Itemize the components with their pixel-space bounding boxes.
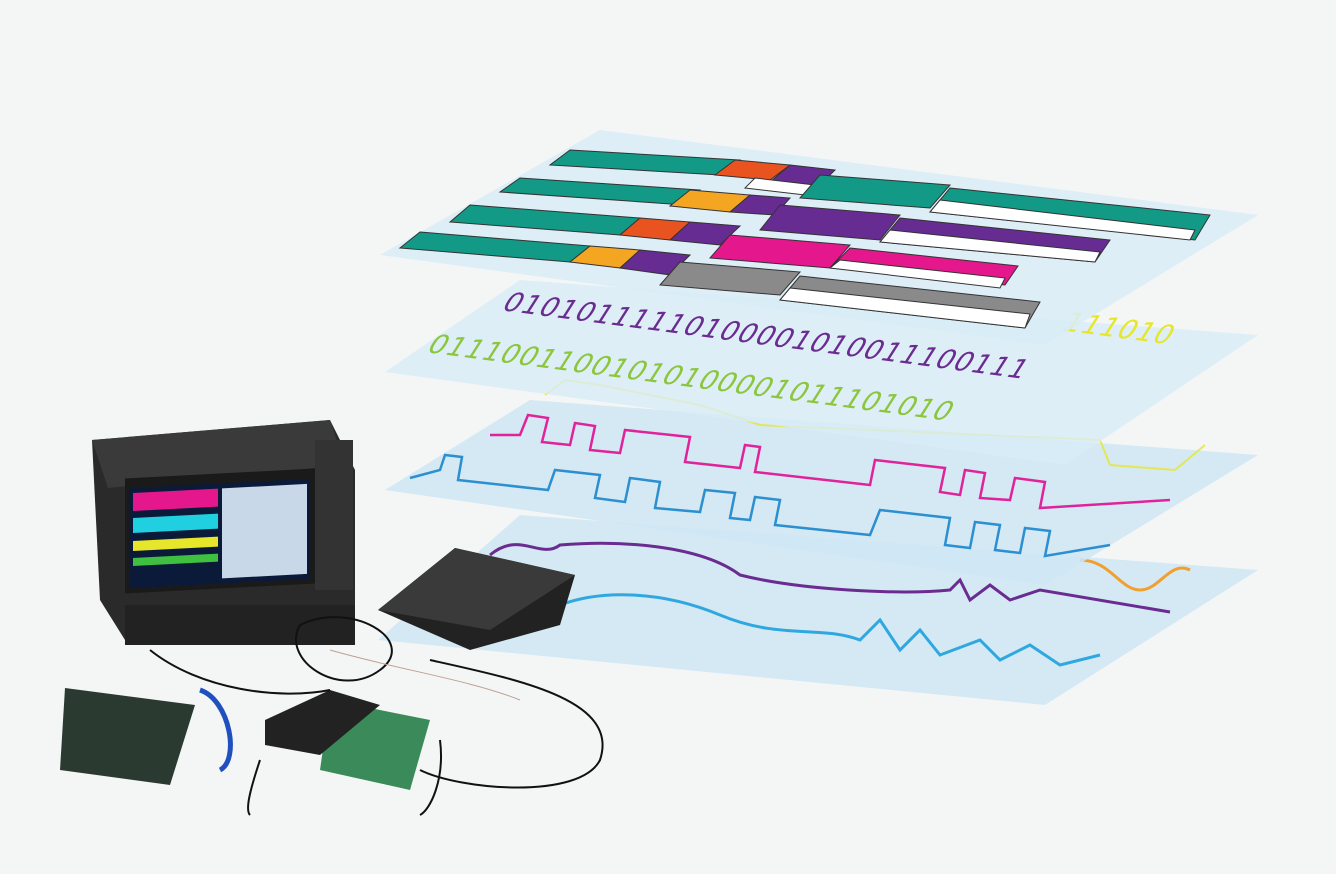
- cables: [149, 616, 604, 816]
- protocol-packets: [398, 149, 1211, 329]
- protocol-analyzer-box: [378, 548, 575, 650]
- digital-waveform-magenta: [490, 413, 1171, 510]
- scope-screen: [130, 478, 310, 589]
- analog-waveform-orange: [1079, 558, 1191, 592]
- analog-waveform-purple: [489, 541, 1171, 614]
- laptop-board: [60, 688, 195, 785]
- probe-pod: [265, 690, 380, 755]
- digital-waveform-blue: [409, 453, 1111, 558]
- oscilloscope: [92, 420, 355, 645]
- analog-waveform-blue: [559, 593, 1101, 667]
